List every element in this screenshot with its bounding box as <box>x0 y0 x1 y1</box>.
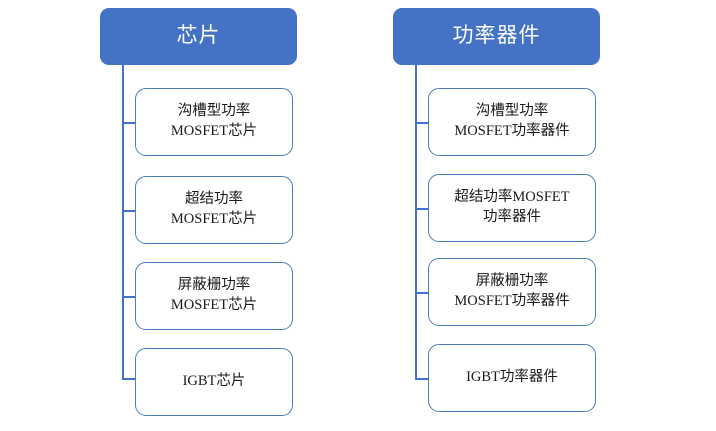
connector-stub <box>122 378 136 380</box>
connector-stub <box>415 378 429 380</box>
connector-stub <box>122 210 136 212</box>
connector-stub <box>415 122 429 124</box>
child-node[interactable]: 沟槽型功率 MOSFET功率器件 <box>428 88 596 156</box>
child-node[interactable]: 超结功率MOSFET 功率器件 <box>428 174 596 242</box>
hierarchy-column-power-device: 功率器件 沟槽型功率 MOSFET功率器件 超结功率MOSFET 功率器件 屏蔽… <box>393 0 600 431</box>
root-node-power-device[interactable]: 功率器件 <box>393 8 600 65</box>
child-node-line: 屏蔽栅功率 <box>475 273 549 290</box>
connector-stub <box>415 208 429 210</box>
child-node-line: MOSFET功率器件 <box>454 293 570 309</box>
child-node-line: 屏蔽栅功率 <box>177 277 251 294</box>
child-node-line: 功率器件 <box>483 209 541 225</box>
child-node[interactable]: IGBT功率器件 <box>428 344 596 412</box>
connector-stub <box>415 292 429 294</box>
child-node-line: MOSFET芯片 <box>170 211 258 227</box>
root-node-label: 功率器件 <box>452 24 541 48</box>
child-node-line: IGBT芯片 <box>182 373 246 390</box>
child-node-line: 沟槽型功率 <box>475 103 549 120</box>
child-node-line: MOSFET芯片 <box>170 297 258 313</box>
root-node-chip[interactable]: 芯片 <box>100 8 297 65</box>
connector-trunk <box>122 65 124 378</box>
child-node[interactable]: 超结功率 MOSFET芯片 <box>135 176 293 244</box>
root-node-label: 芯片 <box>176 24 221 48</box>
hierarchy-column-chip: 芯片 沟槽型功率 MOSFET芯片 超结功率 MOSFET芯片 屏蔽栅功率 MO… <box>100 0 300 431</box>
child-node-line: MOSFET功率器件 <box>454 123 570 139</box>
connector-stub <box>122 122 136 124</box>
child-node[interactable]: IGBT芯片 <box>135 348 293 416</box>
child-node-line: MOSFET芯片 <box>170 123 258 139</box>
connector-stub <box>122 296 136 298</box>
child-node-line: 超结功率 <box>185 191 243 208</box>
child-node-line: 沟槽型功率 <box>177 103 251 120</box>
child-node[interactable]: 屏蔽栅功率 MOSFET功率器件 <box>428 258 596 326</box>
child-node-line: 超结功率MOSFET <box>454 189 570 206</box>
child-node-line: IGBT功率器件 <box>466 369 558 386</box>
child-node[interactable]: 沟槽型功率 MOSFET芯片 <box>135 88 293 156</box>
child-node[interactable]: 屏蔽栅功率 MOSFET芯片 <box>135 262 293 330</box>
connector-trunk <box>415 65 417 378</box>
